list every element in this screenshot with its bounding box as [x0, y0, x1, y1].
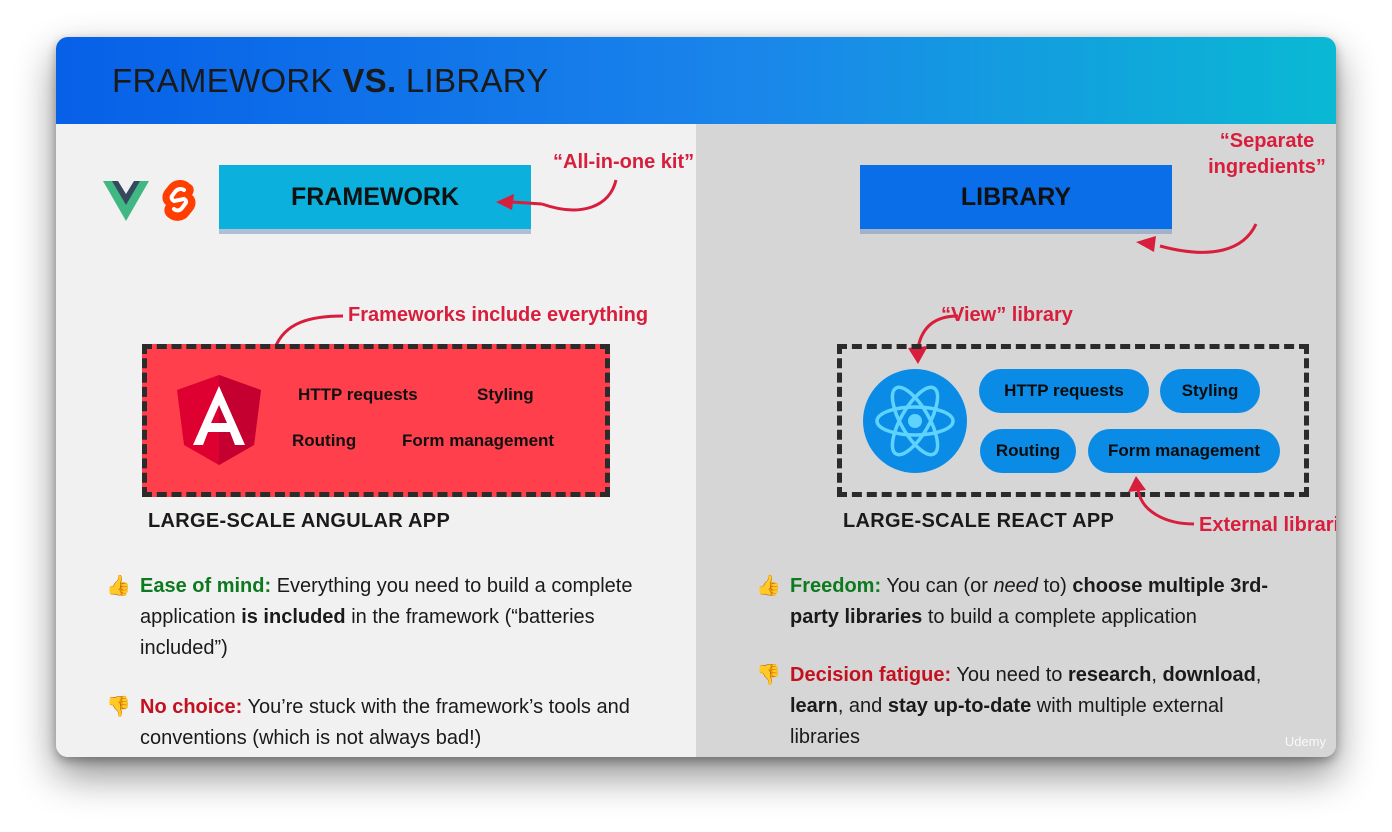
framework-pro: Ease of mind: Everything you need to bui… [140, 575, 633, 659]
library-con: Decision fatigue: You need to research, … [790, 664, 1262, 748]
arrow-external-icon [1128, 476, 1195, 526]
annotation-frameworks-include: Frameworks include everything [348, 304, 649, 326]
annotation-view-library: “View” library [941, 304, 1073, 326]
lib-pill-styling: Styling [1160, 369, 1260, 413]
fw-feature-routing: Routing [292, 431, 357, 450]
svelte-logo-icon [162, 179, 196, 221]
udemy-watermark: Udemy [1284, 734, 1326, 749]
react-logo-icon [863, 369, 967, 473]
arrow-kit-icon [496, 179, 618, 212]
lib-pill-routing: Routing [980, 429, 1076, 473]
title-framework: FRAMEWORK [112, 62, 333, 99]
annotation-all-in-one-kit: “All-in-one kit” [553, 151, 695, 173]
thumbs-down-icon: 👎 [106, 696, 131, 718]
title-vs: VS. [342, 62, 397, 99]
angular-app-label: LARGE-SCALE ANGULAR APP [148, 510, 451, 532]
annotation-separate-ingredients-1: “Separate [1219, 130, 1315, 152]
thumbs-up-icon: 👍 [756, 575, 781, 597]
slide-header: FRAMEWORK VS. LIBRARY [56, 37, 1336, 124]
slide: FRAMEWORK VS. LIBRARY FRAMEWORK “All-in-… [56, 37, 1336, 757]
fw-feature-styling: Styling [477, 385, 534, 404]
annotation-separate-ingredients-2: ingredients” [1208, 156, 1326, 178]
annotation-external-libraries: External libraries [1199, 514, 1336, 536]
arrow-view-icon [908, 314, 959, 364]
thumbs-up-icon: 👍 [106, 575, 131, 597]
angular-app-box: HTTP requests Styling Routing Form manag… [142, 344, 610, 497]
framework-con: No choice: You’re stuck with the framewo… [140, 696, 630, 749]
framework-title-box: FRAMEWORK [219, 165, 531, 229]
title-library: LIBRARY [405, 62, 549, 99]
lib-pill-form: Form management [1088, 429, 1280, 473]
vue-logo-icon [103, 181, 149, 221]
fw-feature-http: HTTP requests [298, 385, 418, 404]
arrow-ingredients-icon [1136, 223, 1258, 254]
react-app-label: LARGE-SCALE REACT APP [843, 510, 1115, 532]
library-column: LIBRARY “Separate ingredients” “View” li… [696, 124, 1336, 757]
slide-title: FRAMEWORK VS. LIBRARY [112, 62, 549, 100]
framework-column: FRAMEWORK “All-in-one kit” Frameworks in… [56, 124, 696, 757]
react-app-box: HTTP requests Styling Routing Form manag… [837, 344, 1309, 497]
lib-pill-http: HTTP requests [979, 369, 1149, 413]
angular-logo-icon [177, 375, 261, 465]
library-title-box: LIBRARY [860, 165, 1172, 229]
thumbs-down-icon: 👎 [756, 664, 781, 686]
fw-feature-form: Form management [402, 431, 555, 450]
library-pro: Freedom: You can (or need to) choose mul… [790, 575, 1268, 628]
